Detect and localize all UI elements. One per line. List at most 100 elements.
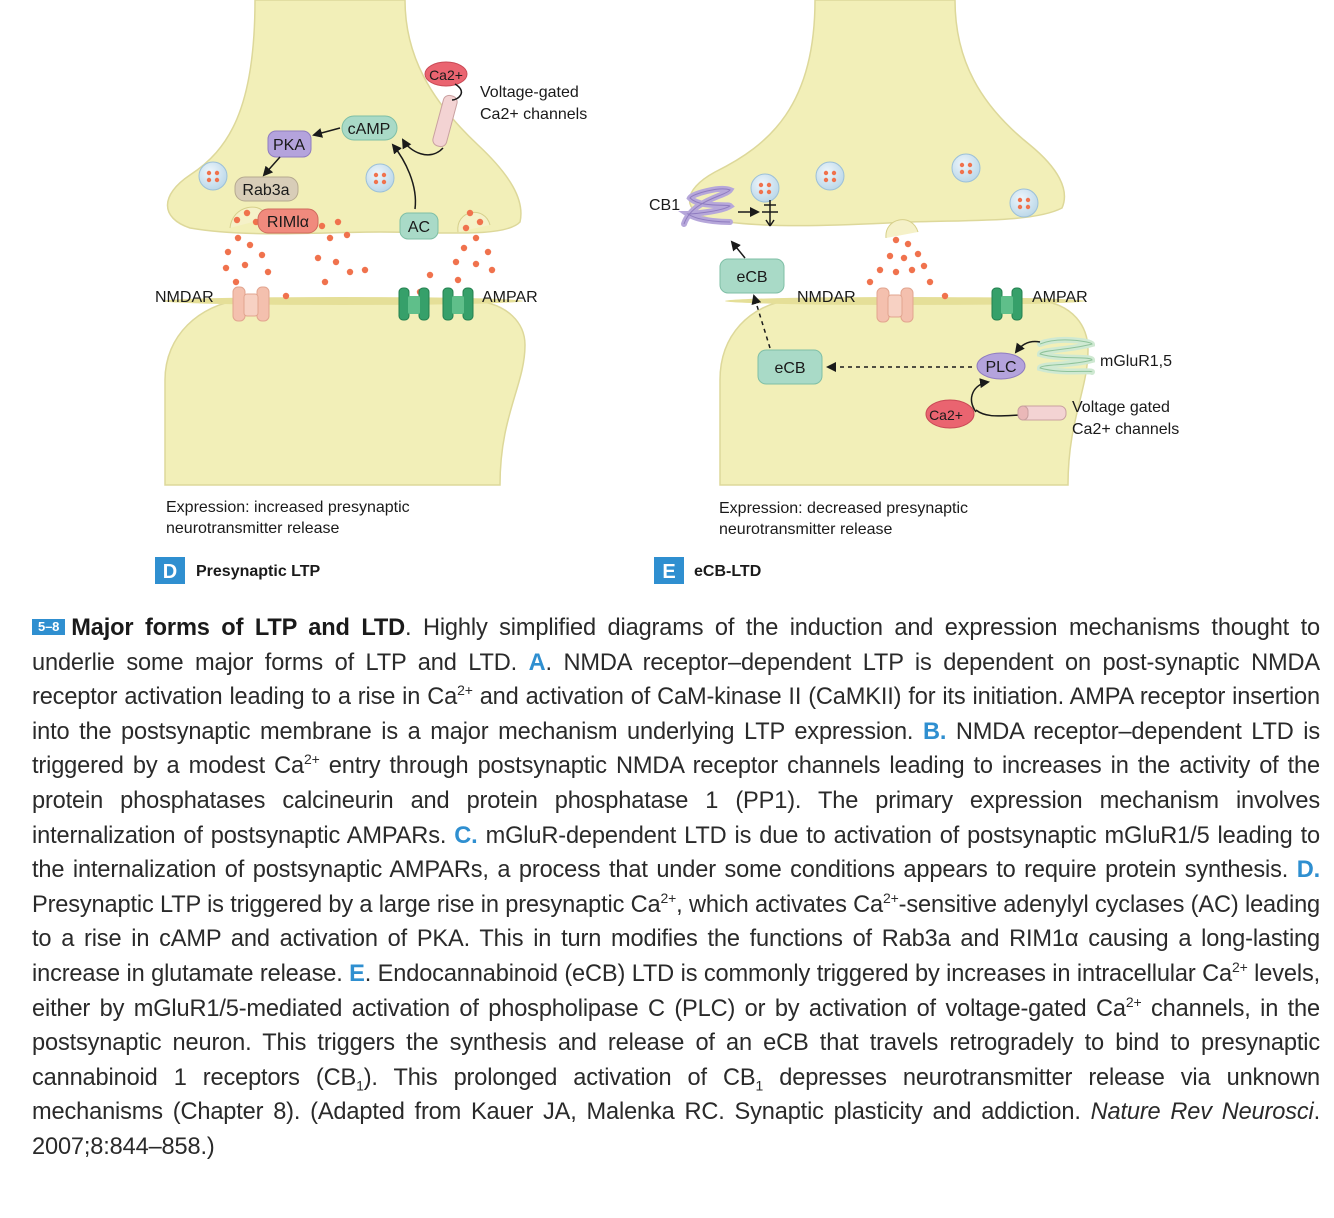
ecb-post-label: eCB — [774, 360, 805, 377]
inhibition-icon — [738, 200, 778, 227]
synaptic-vesicles — [198, 161, 395, 193]
panel-letter-box — [654, 557, 684, 584]
ecb-pre-label: eCB — [736, 269, 767, 286]
cb1-label: CB1 — [649, 197, 680, 214]
nmdar-receptor — [876, 287, 914, 323]
figure-diagram: NMDAR AMPAR Ca2+ Voltage-gated Ca2+ chan… — [155, 0, 1179, 584]
ampar-label: AMPAR — [482, 289, 538, 306]
ecb-to-cb1-arrow — [730, 240, 746, 259]
rab3a-pill: Rab3a — [234, 176, 299, 202]
caption-label-b: B. — [922, 718, 947, 745]
subscript: 1 — [356, 1077, 364, 1094]
panel-letter: D — [163, 561, 177, 583]
superscript: 2+ — [1125, 993, 1142, 1010]
ac-label: AC — [408, 219, 430, 236]
panel-title: Presynaptic LTP — [196, 563, 321, 580]
figure-caption: 5–8 Major forms of LTP and LTD. Highly si… — [32, 611, 1320, 1165]
caption-title: Major forms of LTP and LTD — [71, 615, 405, 641]
presynaptic-terminal — [688, 0, 1066, 227]
glutamate-release — [222, 209, 496, 300]
superscript: 2+ — [1231, 959, 1248, 976]
caption-label-e: E — [349, 960, 365, 987]
glutamate-release — [866, 236, 949, 300]
caption-label-d: D. — [1296, 857, 1320, 884]
ca-label: Ca2+ — [429, 67, 463, 83]
vgcc-label-line1: Voltage-gated — [480, 84, 579, 101]
panel-title: eCB-LTD — [694, 563, 761, 580]
nmdar-label: NMDAR — [155, 289, 214, 306]
ca-ion-pill: Ca2+ — [925, 399, 975, 429]
mglur-to-plc-arrow — [1014, 340, 1041, 354]
caption-text: entry through postsynaptic NMDA receptor… — [32, 753, 1320, 849]
postsynaptic-spine — [164, 299, 526, 486]
caption-intro: . Highly simplified diagrams of the indu… — [32, 615, 1320, 676]
ca-label: Ca2+ — [929, 407, 963, 423]
vgcc-label-line2: Ca2+ channels — [480, 106, 587, 123]
superscript: 2+ — [883, 889, 899, 906]
expression-line1: Expression: increased presynaptic — [166, 499, 410, 516]
voltage-gated-ca-channel — [1017, 405, 1067, 421]
figure-number: 5–8 — [32, 619, 66, 635]
journal-name: Nature Rev Neurosci — [1090, 1099, 1314, 1126]
ampar-label: AMPAR — [1032, 289, 1088, 306]
caption-text: and activation of CaM-kinase II (CaMKII)… — [32, 684, 1320, 745]
vgcc-label-line1: Voltage gated — [1072, 399, 1170, 416]
ecb-pill-pre: eCB — [719, 258, 785, 294]
ca-ion-pill: Ca2+ — [424, 61, 468, 87]
caption-text: levels, either by mGluR1/5-mediated acti… — [32, 960, 1320, 1022]
caption-text: channels, in the postsynaptic neuron. Th… — [32, 995, 1321, 1091]
caption-text: . Endocannabinoid (eCB) LTD is commonly … — [364, 960, 1232, 987]
fusing-vesicle — [885, 219, 919, 239]
postsynaptic-spine — [719, 299, 1089, 486]
panel-letter-box — [155, 557, 185, 584]
nmdar-label: NMDAR — [797, 289, 856, 306]
caption-citation: . 2007;8:844–858.) — [32, 1099, 1320, 1160]
voltage-gated-ca-channel — [432, 94, 458, 148]
panel-letter: E — [662, 561, 675, 583]
ampar-receptor — [398, 287, 474, 321]
mglur-receptor — [1036, 336, 1096, 375]
subscript: 1 — [755, 1077, 764, 1094]
cb1-receptor — [678, 186, 735, 227]
nmdar-receptor — [232, 286, 270, 322]
superscript: 2+ — [457, 682, 473, 699]
caption-text: depresses neurotransmitter release via u… — [32, 1064, 1320, 1126]
rim1a-label: RIMlα — [267, 214, 309, 231]
signaling-arrows-d — [262, 127, 444, 210]
ca-to-plc-arrow — [970, 378, 990, 413]
mglur-label: mGluR1,5 — [1100, 353, 1172, 370]
caption-text: Presynaptic LTP is triggered by a large … — [32, 891, 661, 918]
pka-label: PKA — [273, 137, 305, 154]
ecb-pill-post: eCB — [757, 349, 823, 385]
pka-pill: PKA — [267, 130, 312, 158]
ac-pill: AC — [399, 212, 439, 240]
superscript: 2+ — [660, 889, 677, 906]
expression-line1: Expression: decreased presynaptic — [719, 500, 968, 517]
caption-text: NMDA receptor–dependent LTD is triggered… — [32, 718, 1320, 780]
rab3a-label: Rab3a — [242, 182, 289, 199]
caption-text: mGluR-dependent LTD is due to activation… — [32, 822, 1320, 884]
ampar-receptor — [991, 287, 1023, 321]
presynaptic-terminal — [166, 0, 522, 235]
caption-text: , which activates Ca — [676, 891, 883, 918]
caption-label-a: A — [528, 649, 546, 676]
caption-text: ). This prolonged activation of CB — [363, 1064, 756, 1091]
camp-label: cAMP — [348, 121, 391, 138]
ca-entry-arrow — [451, 83, 463, 101]
plc-label: PLC — [985, 359, 1016, 376]
camp-pill: cAMP — [341, 115, 398, 141]
ca-entry-arrow — [975, 409, 1021, 417]
synaptic-vesicles — [750, 153, 1039, 218]
expression-line2: neurotransmitter release — [719, 521, 893, 538]
panel-d: NMDAR AMPAR Ca2+ Voltage-gated Ca2+ chan… — [155, 0, 587, 584]
caption-text: . NMDA receptor–dependent LTP is depende… — [32, 649, 1320, 711]
plc-pill: PLC — [976, 352, 1026, 380]
expression-line2: neurotransmitter release — [166, 520, 340, 537]
panel-e: CB1 eCB NMDAR AMPAR — [649, 0, 1179, 584]
caption-label-c: C. — [454, 822, 478, 849]
ecb-retrograde-arrow — [751, 294, 771, 349]
vgcc-label-line2: Ca2+ channels — [1072, 421, 1179, 438]
superscript: 2+ — [304, 751, 320, 768]
caption-text: -sensitive adenylyl cyclases (AC) leadin… — [32, 891, 1321, 987]
rim1a-pill: RIMlα — [257, 208, 319, 234]
